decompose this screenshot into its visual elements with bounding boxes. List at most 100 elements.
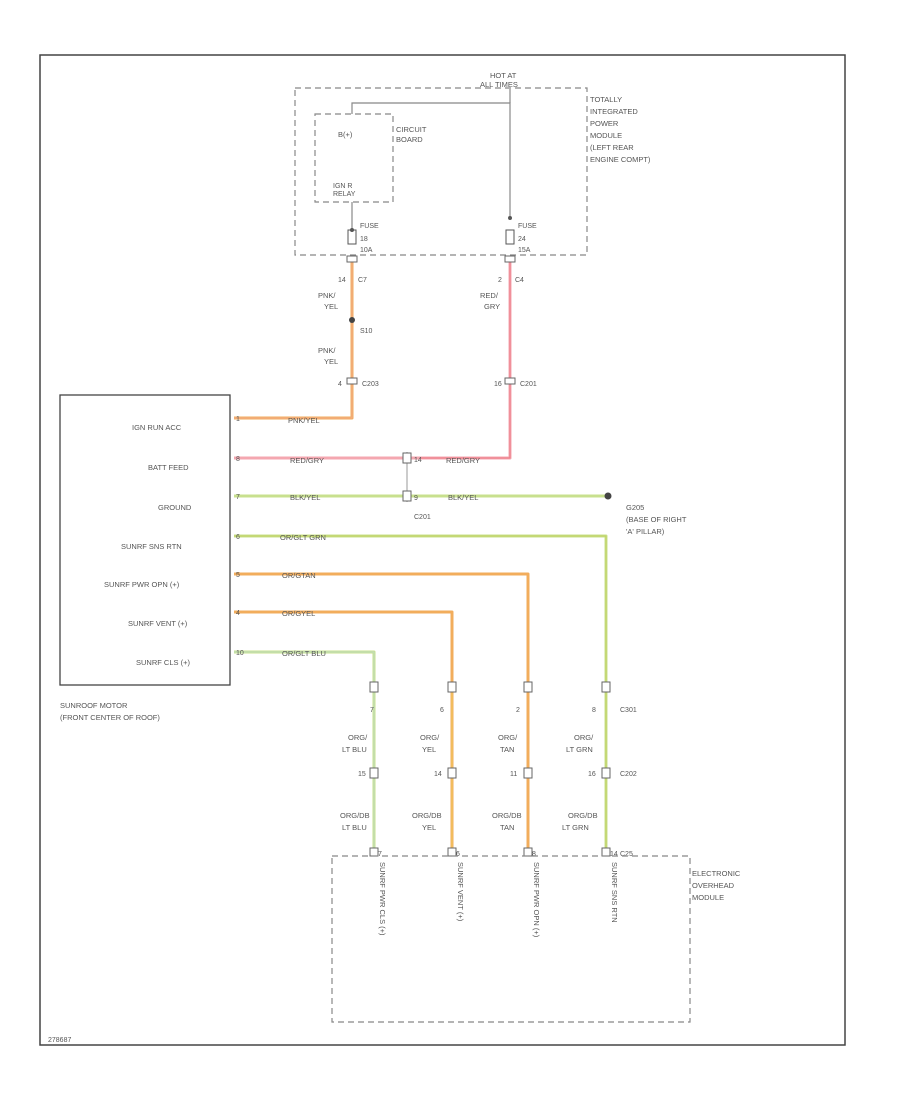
eom-name-1: ELECTRONIC xyxy=(692,869,741,878)
svg-text:ORG/: ORG/ xyxy=(498,733,518,742)
svg-text:11: 11 xyxy=(510,771,517,778)
motor-pin-label-3: GROUND xyxy=(158,503,192,512)
svg-text:ORG/DB: ORG/DB xyxy=(568,811,598,820)
svg-text:16: 16 xyxy=(494,381,502,388)
sunroof-motor-box xyxy=(59,394,231,686)
motor-pin-label-4: SUNRF SNS RTN xyxy=(121,542,182,551)
fuse-18-label-3: 10A xyxy=(360,247,373,254)
svg-text:ORG/DB: ORG/DB xyxy=(340,811,370,820)
eom-name-2: OVERHEAD xyxy=(692,881,735,890)
eom-pin-label-2: SUNRF VENT (+) xyxy=(456,862,465,922)
wire-label-w7: OR/GLT BLU xyxy=(282,649,326,658)
svg-text:ORG/: ORG/ xyxy=(574,733,594,742)
fuse-24-label-3: 15A xyxy=(518,247,531,254)
c203-connector: 4 C203 xyxy=(338,377,379,388)
ground-icon xyxy=(604,492,612,500)
motor-pin-label-7: SUNRF CLS (+) xyxy=(136,658,190,667)
c201-top-connector: 16 C201 xyxy=(494,377,537,388)
fuse-18-icon xyxy=(347,229,357,245)
motor-pin-num-5: 5 xyxy=(236,572,240,579)
hot-at-label-2: ALL TIMES xyxy=(480,80,518,89)
svg-text:ORG/: ORG/ xyxy=(420,733,440,742)
svg-text:ORG/DB: ORG/DB xyxy=(412,811,442,820)
fuse-24-label-1: FUSE xyxy=(518,223,537,230)
hot-bus-line xyxy=(351,102,511,218)
c202-label: C202 xyxy=(620,771,637,778)
svg-text:8: 8 xyxy=(592,707,596,714)
fuse-18-label-1: FUSE xyxy=(360,223,379,230)
svg-text:8: 8 xyxy=(532,851,536,858)
svg-text:C7: C7 xyxy=(358,277,367,284)
svg-text:TAN: TAN xyxy=(500,745,514,754)
drop-lt-grn: 8 C301 ORG/ LT GRN 16 C202 ORG/DB LT GRN… xyxy=(562,681,637,858)
motor-pin-label-6: SUNRF VENT (+) xyxy=(128,619,188,628)
tipm-name-4: MODULE xyxy=(590,131,622,140)
svg-text:G205: G205 xyxy=(626,503,644,512)
svg-text:6: 6 xyxy=(440,707,444,714)
drop-tan: 2 ORG/ TAN 11 ORG/DB TAN 8 xyxy=(492,681,536,858)
drop-lt-blu: 7 ORG/ LT BLU 15 ORG/DB LT BLU 7 xyxy=(340,681,382,858)
red-gry-label-a: RED/ xyxy=(480,291,499,300)
fuse-24-node xyxy=(508,216,512,220)
wire-label-w4: OR/GLT GRN xyxy=(280,533,326,542)
wire-label-w3a: BLK/YEL xyxy=(290,493,320,502)
svg-text:TAN: TAN xyxy=(500,823,514,832)
drop-yel: 6 ORG/ YEL 14 ORG/DB YEL 6 xyxy=(412,681,460,858)
svg-text:'A' PILLAR): 'A' PILLAR) xyxy=(626,527,665,536)
motor-pin-num-6: 4 xyxy=(236,610,240,617)
hot-at-label-1: HOT AT xyxy=(490,71,517,80)
red-gry-label-b: GRY xyxy=(484,302,500,311)
eom-name-3: MODULE xyxy=(692,893,724,902)
svg-text:LT GRN: LT GRN xyxy=(562,823,589,832)
motor-pin-label-5: SUNRF PWR OPN (+) xyxy=(104,580,180,589)
wire-or-tan xyxy=(234,572,530,852)
svg-text:2: 2 xyxy=(498,277,502,284)
svg-text:LT GRN: LT GRN xyxy=(566,745,593,754)
s10-label: S10 xyxy=(360,328,373,335)
ground-g205: G205 (BASE OF RIGHT 'A' PILLAR) xyxy=(604,492,687,536)
pnk-yel-label-1b: YEL xyxy=(324,302,338,311)
svg-text:15: 15 xyxy=(358,771,366,778)
svg-text:C4: C4 xyxy=(515,277,524,284)
wire-label-w2a: RED/GRY xyxy=(290,456,324,465)
tipm-name-3: POWER xyxy=(590,119,619,128)
svg-text:7: 7 xyxy=(370,707,374,714)
c25-label: C25 xyxy=(620,851,633,858)
svg-text:6: 6 xyxy=(456,851,460,858)
svg-text:(BASE OF RIGHT: (BASE OF RIGHT xyxy=(626,515,687,524)
pnk-yel-label-1a: PNK/ xyxy=(318,291,336,300)
wire-label-w5: OR/GTAN xyxy=(282,571,316,580)
tipm-outline xyxy=(294,87,588,256)
motor-caption-2: (FRONT CENTER OF ROOF) xyxy=(60,713,160,722)
eom-pin-label-4: SUNRF SNS RTN xyxy=(610,862,619,923)
circuit-board-outline xyxy=(314,113,394,203)
svg-text:14: 14 xyxy=(338,277,346,284)
motor-pin-label-2: BATT FEED xyxy=(148,463,189,472)
c7-connector: 14 C7 xyxy=(338,255,367,284)
svg-text:YEL: YEL xyxy=(422,823,436,832)
wire-red-gry-core xyxy=(420,258,511,459)
wire-or-lt-grn-core xyxy=(234,535,607,852)
svg-text:LT BLU: LT BLU xyxy=(342,823,367,832)
wire-pnk-yel-outer xyxy=(234,258,354,420)
svg-text:2: 2 xyxy=(516,707,520,714)
b-plus-label: B(+) xyxy=(338,130,353,139)
svg-text:14: 14 xyxy=(414,457,422,464)
motor-pin-label-1: IGN RUN ACC xyxy=(132,423,182,432)
svg-text:ORG/DB: ORG/DB xyxy=(492,811,522,820)
svg-text:C201: C201 xyxy=(520,381,537,388)
wire-red-gry xyxy=(234,258,512,460)
wire-label-w1: PNK/YEL xyxy=(288,416,320,425)
diagram-frame xyxy=(39,54,846,1046)
svg-text:C201: C201 xyxy=(414,514,431,521)
c301-label: C301 xyxy=(620,707,637,714)
fuse-24-icon xyxy=(505,229,515,245)
footer-id: 278687 xyxy=(48,1037,71,1044)
svg-text:9: 9 xyxy=(414,495,418,502)
motor-pin-num-4: 6 xyxy=(236,534,240,541)
tipm-name-1: TOTALLY xyxy=(590,95,622,104)
c4-connector: 2 C4 xyxy=(498,255,524,284)
fuse-18-label-2: 18 xyxy=(360,236,368,243)
motor-pin-num-1: 1 xyxy=(236,416,240,423)
